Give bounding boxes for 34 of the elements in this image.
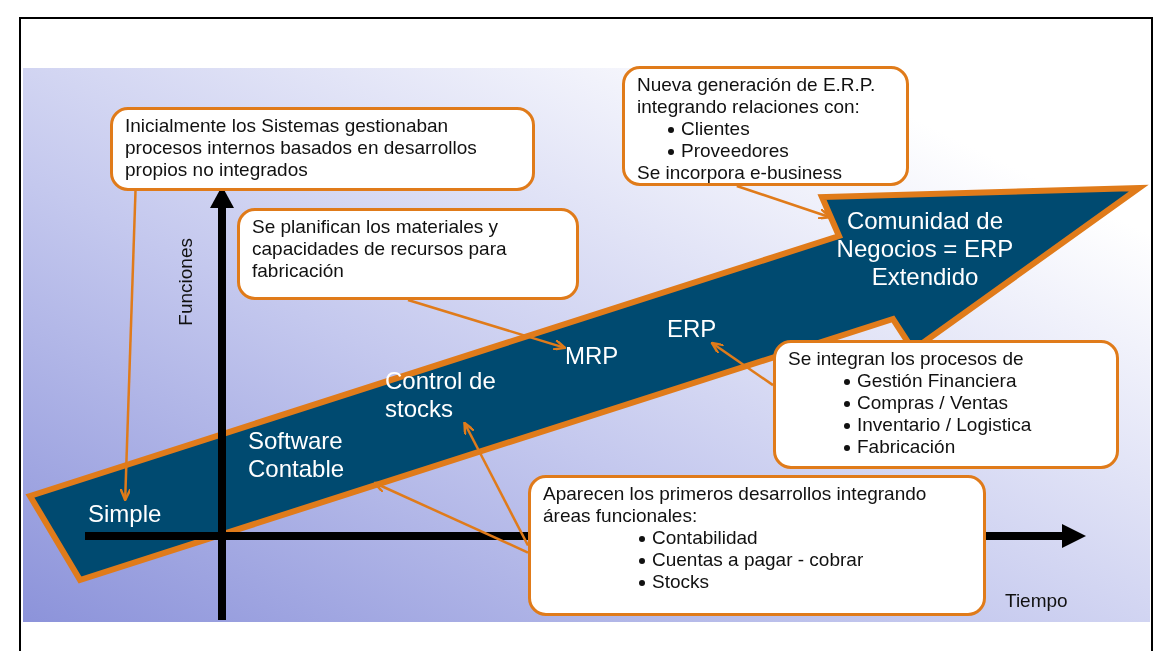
leader-arrow (710, 341, 774, 387)
callout-text: Aparecen los primeros desarrollos integrando áreas funcionales: (543, 483, 928, 527)
callout-text: Inicialmente los Sistemas gestionaban procesos internos basados en desarrollos propios no integrados (125, 115, 478, 181)
callout-box (773, 340, 1119, 469)
callout-text: Se incorpora e-business (637, 162, 843, 184)
list-item: Compras / Ventas (857, 392, 1009, 413)
list-item: Clientes (681, 118, 750, 139)
list-item: Cuentas a pagar - cobrar (652, 549, 864, 570)
stage-label: Control de stocks (385, 367, 515, 423)
callout-text: Se planifican los materiales y capacidades de recursos para fabricación (252, 216, 508, 282)
callout-text: Se integran los procesos de (788, 348, 1025, 370)
axis-label: Funciones (175, 238, 197, 326)
leader-arrow (373, 481, 529, 554)
stage-label: Software Contable (248, 427, 378, 483)
stage-label: MRP (565, 342, 619, 370)
leader-arrow (736, 184, 832, 220)
stage-label: Simple (88, 500, 162, 528)
list-item: Contabilidad (652, 527, 758, 548)
callout-box (237, 208, 579, 300)
callout-box (110, 107, 535, 191)
list-item: Proveedores (681, 140, 789, 161)
stage-label: ERP (667, 315, 717, 343)
list-item: Inventario / Logistica (857, 414, 1032, 435)
list-item: Stocks (652, 571, 710, 592)
callout-box (528, 475, 986, 616)
stage-label: Comunidad de Negocios = ERP Extendido (830, 207, 1020, 291)
list-item: Gestión Financiera (857, 370, 1017, 391)
callout-box (622, 66, 909, 186)
leader-arrow (119, 190, 137, 502)
list-item: Fabricación (857, 436, 956, 457)
leader-arrow (463, 421, 530, 547)
leader-arrow (407, 298, 567, 351)
axis-label: Tiempo (1005, 590, 1068, 612)
callout-text: Nueva generación de E.R.P. integrando relaciones con: (637, 74, 877, 118)
